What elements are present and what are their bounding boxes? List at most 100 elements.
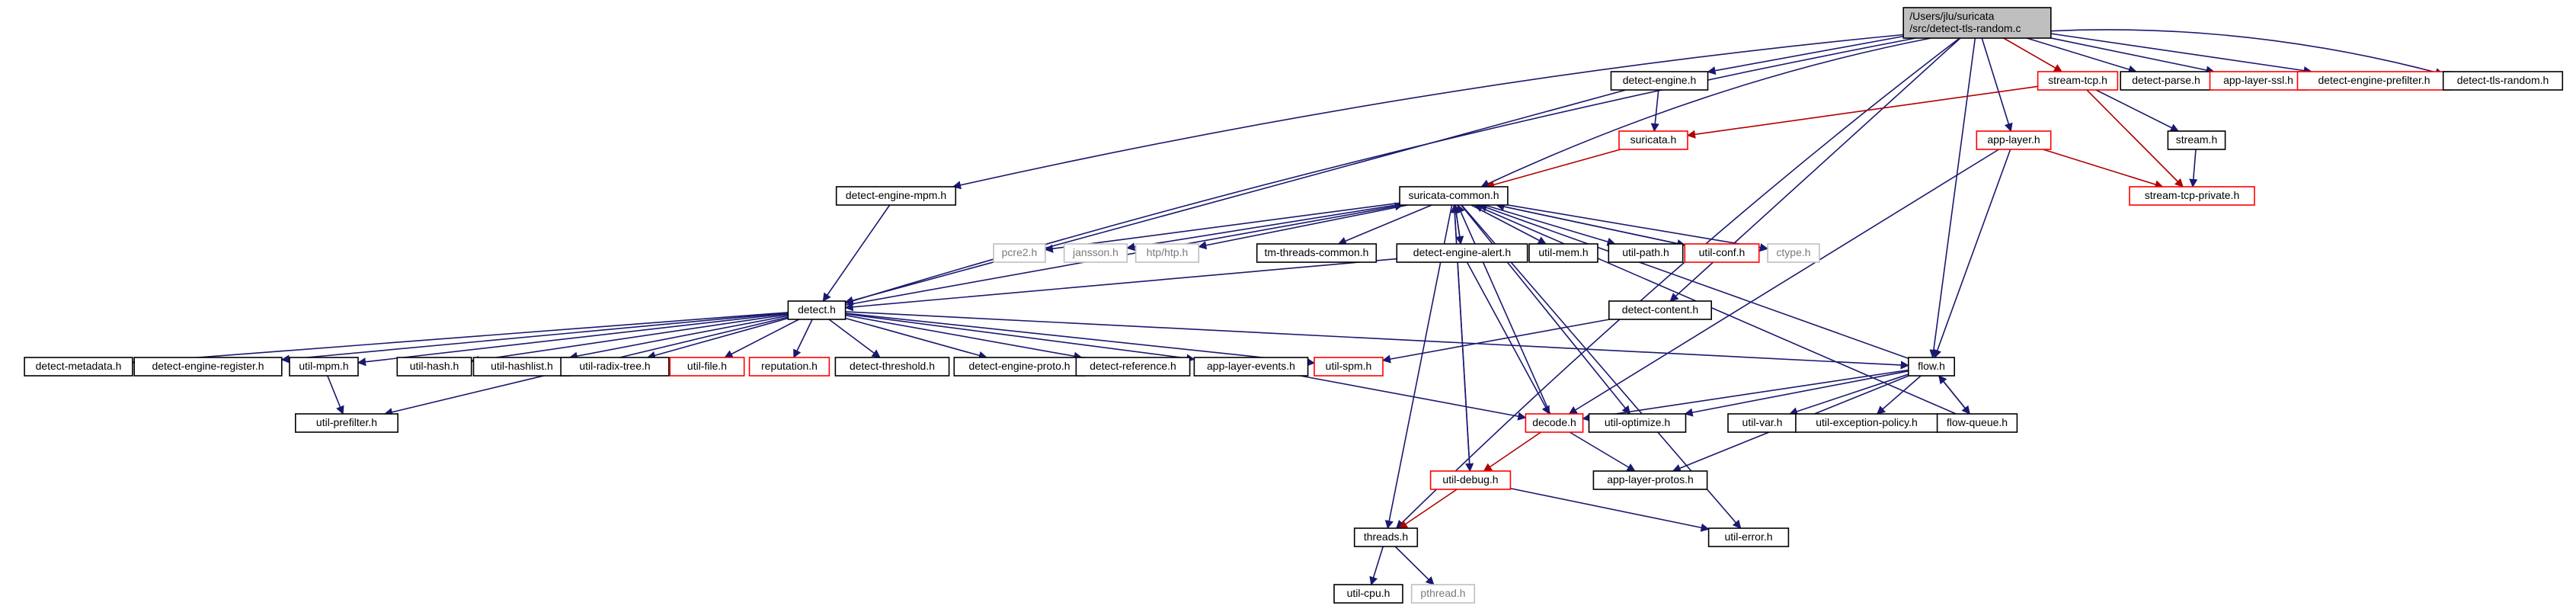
node-util-exception-policy[interactable]: util-exception-policy.h: [1795, 413, 1938, 433]
edge-util-debug-to-suricata-common: [1450, 204, 1471, 472]
node-detect-engine-prefilter[interactable]: detect-engine-prefilter.h: [2296, 71, 2452, 91]
node-label: threads.h: [1364, 530, 1408, 543]
node-detect[interactable]: detect.h: [787, 300, 846, 320]
node-detect-engine[interactable]: detect-engine.h: [1610, 71, 1709, 91]
node-box: [835, 186, 957, 206]
node-util-conf[interactable]: util-conf.h: [1684, 243, 1760, 263]
node-suricata[interactable]: suricata.h: [1618, 130, 1688, 150]
node-util-optimize[interactable]: util-optimize.h: [1588, 413, 1687, 433]
node-util-var[interactable]: util-var.h: [1727, 413, 1797, 433]
node-util-hash[interactable]: util-hash.h: [396, 357, 472, 377]
node-threads[interactable]: threads.h: [1353, 527, 1419, 547]
node-box: [787, 300, 846, 320]
node-detect-engine-alert[interactable]: detect-engine-alert.h: [1396, 243, 1528, 263]
node-label: util-hash.h: [410, 360, 459, 372]
edge-root-to-app-layer-ssl: [2050, 37, 2215, 75]
node-label: jansson.h: [1072, 246, 1118, 258]
edge-flow-to-suricata-common: [1478, 204, 1909, 359]
edge-detect-to-util-spm: [845, 313, 1316, 367]
node-label: util-file.h: [687, 360, 727, 372]
edge-detect-engine-alert-to-detect: [844, 258, 1397, 312]
node-label: detect-engine-register.h: [152, 360, 264, 372]
node-ctype[interactable]: ctype.h: [1767, 243, 1820, 263]
node-box: [1592, 470, 1708, 490]
node-suricata-common[interactable]: suricata-common.h: [1399, 186, 1509, 206]
node-label: detect-engine-mpm.h: [846, 189, 946, 201]
node-label: pthread.h: [1420, 587, 1465, 599]
nodes-layer: /Users/jlu/suricata/src/detect-tls-rando…: [24, 7, 2564, 604]
node-stream-tcp[interactable]: stream-tcp.h: [2037, 71, 2119, 91]
node-detect-threshold[interactable]: detect-threshold.h: [834, 357, 950, 377]
node-util-mpm[interactable]: util-mpm.h: [289, 357, 359, 377]
node-detect-reference[interactable]: detect-reference.h: [1075, 357, 1191, 377]
edge-detect-to-detect-engine-register: [280, 312, 789, 364]
node-util-spm[interactable]: util-spm.h: [1314, 357, 1384, 377]
node-label: detect-metadata.h: [36, 360, 122, 372]
node-label: stream.h: [2176, 133, 2217, 146]
node-box: [2037, 71, 2119, 91]
node-detect-metadata[interactable]: detect-metadata.h: [24, 357, 133, 377]
edge-util-debug-to-util-error: [1510, 487, 1710, 532]
node-stream-tcp-private[interactable]: stream-tcp-private.h: [2129, 186, 2255, 206]
node-pthread[interactable]: pthread.h: [1410, 584, 1476, 604]
edge-suricata-common-to-ctype: [1507, 204, 1769, 252]
node-app-layer-ssl[interactable]: app-layer-ssl.h: [2209, 71, 2308, 91]
node-util-cpu[interactable]: util-cpu.h: [1333, 584, 1403, 604]
edge-detect-to-util-mpm: [357, 313, 789, 367]
node-util-error[interactable]: util-error.h: [1707, 527, 1790, 547]
node-util-debug[interactable]: util-debug.h: [1429, 470, 1512, 490]
edge-decode-to-app-layer-protos: [1569, 431, 1636, 472]
edge-root-to-threads: [1395, 37, 1960, 529]
node-label: decode.h: [1532, 416, 1576, 428]
node-label: util-var.h: [1742, 416, 1783, 428]
edge-suricata-common-to-pcre2: [1044, 202, 1400, 253]
node-pcre2[interactable]: pcre2.h: [993, 243, 1046, 263]
node-box: [1936, 413, 2018, 433]
edges-layer: [131, 29, 2444, 586]
node-box: [1134, 243, 1200, 263]
edge-detect-to-flow: [845, 311, 1909, 370]
edge-flow-to-util-var: [1788, 373, 1909, 416]
edge-flow-queue-to-flow: [1938, 375, 1970, 415]
node-htp[interactable]: htp/htp.h: [1134, 243, 1200, 263]
node-flow-queue[interactable]: flow-queue.h: [1936, 413, 2018, 433]
node-app-layer[interactable]: app-layer.h: [1976, 130, 2052, 150]
edge-flow-to-util-exception-policy: [1876, 375, 1922, 415]
node-util-prefilter[interactable]: util-prefilter.h: [294, 413, 398, 433]
node-jansson[interactable]: jansson.h: [1063, 243, 1128, 263]
node-detect-content[interactable]: detect-content.h: [1608, 300, 1713, 320]
node-root[interactable]: /Users/jlu/suricata/src/detect-tls-rando…: [1902, 7, 2052, 39]
node-decode[interactable]: decode.h: [1525, 413, 1584, 433]
node-detect-engine-mpm[interactable]: detect-engine-mpm.h: [835, 186, 957, 206]
node-box: [2209, 71, 2308, 91]
node-box: [1314, 357, 1384, 377]
node-detect-parse[interactable]: detect-parse.h: [2120, 71, 2213, 91]
node-detect-engine-register[interactable]: detect-engine-register.h: [133, 357, 283, 377]
node-label: detect-engine.h: [1623, 74, 1697, 86]
node-box: [1333, 584, 1403, 604]
node-util-hashlist[interactable]: util-hashlist.h: [472, 357, 571, 377]
node-label: detect-engine-proto.h: [968, 360, 1070, 372]
node-detect-tls-random[interactable]: detect-tls-random.h: [2442, 71, 2564, 91]
node-label: detect-tls-random.h: [2457, 74, 2549, 86]
node-label: detect-content.h: [1622, 303, 1698, 316]
node-detect-engine-proto[interactable]: detect-engine-proto.h: [953, 357, 1086, 377]
node-label: /Users/jlu/suricata: [1909, 10, 1994, 22]
node-box: [1353, 527, 1419, 547]
node-util-mem[interactable]: util-mem.h: [1528, 243, 1598, 263]
node-tm-threads-common[interactable]: tm-threads-common.h: [1256, 243, 1378, 263]
node-util-radix-tree[interactable]: util-radix-tree.h: [560, 357, 670, 377]
node-util-file[interactable]: util-file.h: [669, 357, 745, 377]
node-util-path[interactable]: util-path.h: [1608, 243, 1684, 263]
node-box: [1525, 413, 1584, 433]
node-box: [2442, 71, 2564, 91]
node-box: [1063, 243, 1128, 263]
node-app-layer-protos[interactable]: app-layer-protos.h: [1592, 470, 1708, 490]
node-reputation[interactable]: reputation.h: [748, 357, 830, 377]
node-label: ctype.h: [1776, 246, 1810, 258]
node-stream[interactable]: stream.h: [2167, 130, 2226, 150]
node-app-layer-events[interactable]: app-layer-events.h: [1193, 357, 1309, 377]
node-flow[interactable]: flow.h: [1908, 357, 1956, 377]
edge-stream-tcp-to-stream: [2095, 89, 2180, 132]
node-label: flow.h: [1918, 360, 1945, 372]
